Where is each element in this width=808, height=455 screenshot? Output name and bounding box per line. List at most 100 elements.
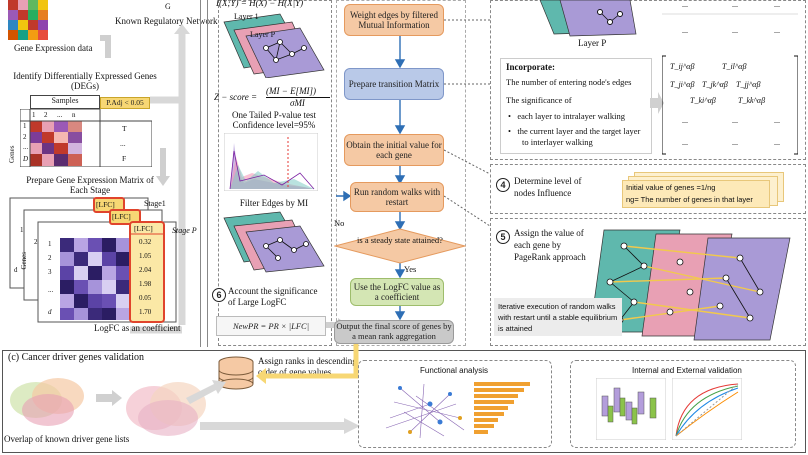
lfc-value-1: 0.32 bbox=[139, 238, 152, 246]
stage-stack bbox=[9, 197, 177, 323]
matrix-dots-b1: ... bbox=[682, 116, 688, 125]
matrix-dots-mid2: ... bbox=[732, 26, 738, 35]
matrix-dots-b2: ... bbox=[732, 116, 738, 125]
validation-subpanel bbox=[570, 360, 796, 448]
flow-steady-diamond bbox=[334, 228, 466, 264]
flow-arrows bbox=[336, 36, 406, 321]
transition-matrix: ... ... ... ... ... ... T_ij^αβ T_il^αβ … bbox=[662, 0, 798, 156]
flow-final-output: Output the final score of genes by a mea… bbox=[334, 320, 454, 344]
init-card bbox=[622, 180, 770, 208]
assign-line2: order of gene values bbox=[258, 367, 332, 377]
lfc-row-dots: ... bbox=[48, 286, 54, 294]
flowchart-panel bbox=[336, 0, 466, 346]
step4-panel bbox=[490, 164, 806, 214]
boxplot-chart bbox=[596, 378, 666, 440]
step4-number: 4 bbox=[496, 178, 510, 192]
back-row-1: 1 bbox=[20, 226, 24, 234]
flow-connectors bbox=[444, 19, 491, 227]
step5-line3: PageRank approach bbox=[514, 252, 586, 262]
iter-box bbox=[494, 298, 622, 336]
validation-title: (c) Cancer driver genes validation bbox=[8, 352, 145, 363]
lfc-value-3: 2.04 bbox=[139, 266, 152, 274]
lfc-value-5: 0.05 bbox=[139, 294, 152, 302]
deg-grid bbox=[20, 109, 152, 167]
init-line1: Initial value of genes =1/ng bbox=[626, 183, 716, 192]
flow-weight-edges: Weight edges by filtered Mutual Informat… bbox=[344, 4, 444, 36]
lfc-row-2: 2 bbox=[48, 254, 52, 262]
validation-subtitle: Internal and External validation bbox=[632, 366, 742, 375]
flow-no-label: No bbox=[334, 218, 345, 228]
deg-title-line1: Identify Differentially Expressed Genes bbox=[13, 71, 157, 81]
stage1-label: Stage1 bbox=[144, 199, 166, 208]
matrix-tki: T_ki^αβ bbox=[690, 96, 716, 105]
gene-expression-label: Gene Expression data bbox=[14, 43, 93, 53]
density-plot bbox=[224, 133, 318, 191]
layer1-label: Layer 1 bbox=[234, 12, 259, 21]
layer-network-right bbox=[540, 0, 637, 37]
prepare-title-line2: Each Stage bbox=[69, 185, 111, 195]
matrix-dots-c3: ... bbox=[774, 138, 780, 147]
transition-panel bbox=[490, 0, 806, 160]
incorporate-line2: The significance of bbox=[506, 95, 572, 105]
bullet2-cont: to interlayer walking bbox=[522, 137, 593, 147]
iter-line2: with restart until a stable equilibrium bbox=[498, 313, 618, 322]
matrix-tji: T_ji^αβ bbox=[670, 80, 695, 89]
samples-header: Samples bbox=[30, 95, 100, 109]
back-row-2: 2 bbox=[34, 238, 38, 246]
zscore-numerator: (MI − E[MI]) bbox=[266, 86, 317, 96]
venn-candidate bbox=[126, 382, 206, 436]
venn-known-drivers bbox=[10, 378, 84, 426]
newpr-formula: NewPR = PR × |LFC| bbox=[216, 316, 326, 336]
flow-logfc-coefficient: Use the LogFC value as a coefficient bbox=[350, 278, 444, 306]
step5-panel bbox=[490, 218, 806, 346]
row-2: 2 bbox=[23, 133, 27, 141]
bullet2: • the current layer and the target layer bbox=[508, 126, 641, 136]
bullet1: • each layer to intralayer walking bbox=[508, 111, 625, 121]
step4-line2: nodes Influence bbox=[514, 188, 572, 198]
iter-line3: is attained bbox=[498, 324, 533, 333]
matrix-tij: T_ij^αβ bbox=[670, 62, 695, 71]
col-2: 2 bbox=[44, 111, 48, 119]
matrix-dots-top2: ... bbox=[732, 0, 738, 9]
matrix-brackets bbox=[662, 13, 798, 155]
validation-panel bbox=[2, 350, 806, 453]
stage-matrices: [LFC] [LFC] [LFC] Stage1 Stage P 0.32 1.… bbox=[6, 196, 197, 324]
deg-table: Samples P.Adj < 0.05 Genes 1 2 ... n 1 2… bbox=[8, 95, 156, 167]
step4-line1: Determine level of bbox=[514, 176, 582, 186]
to-analysis-arrow bbox=[200, 418, 360, 434]
back-row-d: d bbox=[14, 266, 18, 274]
matrix-dots-b3: ... bbox=[774, 116, 780, 125]
genes-axis-label: Genes bbox=[8, 145, 16, 164]
matrix-til: T_il^αβ bbox=[722, 62, 747, 71]
matrix-tjj: T_jj^αβ bbox=[736, 80, 761, 89]
step5-number: 5 bbox=[496, 230, 510, 244]
row-d: D bbox=[23, 155, 29, 163]
lfc-value-6: 1.70 bbox=[139, 308, 152, 316]
zscore-lhs: Z − score = bbox=[214, 92, 258, 102]
incorporate-arrow bbox=[650, 92, 664, 114]
bullet2-text: the current layer and the target layer bbox=[517, 126, 641, 136]
col-n: n bbox=[72, 111, 76, 119]
step5-line1: Assign the value of bbox=[514, 228, 584, 238]
bullet1-text: each layer to intralayer walking bbox=[517, 111, 625, 121]
gene-expression-heatmap bbox=[8, 0, 48, 40]
lfc-value-2: 1.05 bbox=[139, 252, 152, 260]
iter-line1: Iterative execution of random walks bbox=[498, 302, 616, 311]
zscore-denominator: σMI bbox=[290, 98, 305, 108]
mi-formula: I(X;Y) = H(X) − H(X|Y) bbox=[216, 0, 304, 8]
col-dots: ... bbox=[57, 111, 63, 119]
step6-line1: Account the significance bbox=[228, 286, 318, 296]
step6-number: 6 bbox=[212, 288, 226, 302]
multilayer-network-filtered bbox=[223, 211, 325, 273]
matrix-dots-c1: ... bbox=[682, 138, 688, 147]
mi-panel bbox=[218, 0, 332, 346]
deg-title: Identify Differentially Expressed Genes … bbox=[10, 71, 160, 91]
venn-arrow-1 bbox=[96, 390, 122, 406]
prepare-title-line1: Prepare Gene Expression Matrix of bbox=[26, 175, 154, 185]
separator-left-2 bbox=[207, 0, 208, 347]
lfc-row-d: d bbox=[48, 308, 52, 316]
pagerank-layers bbox=[590, 229, 791, 341]
flow-random-walks: Run random walks with restart bbox=[350, 182, 444, 212]
lfc-header-back1: [LFC] bbox=[96, 200, 115, 209]
matrix-dots-mid3: ... bbox=[774, 26, 780, 35]
